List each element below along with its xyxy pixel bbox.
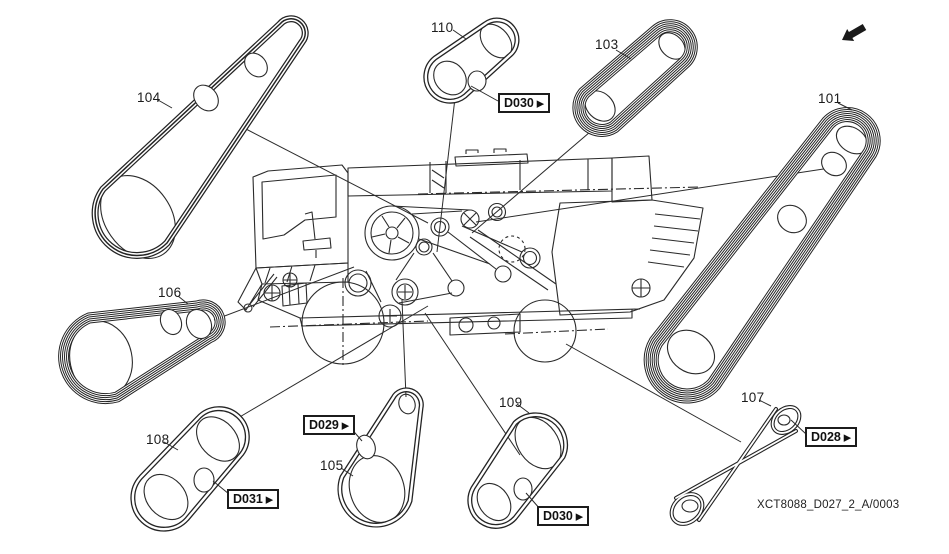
- ref-box-label: D029: [309, 418, 339, 432]
- ref-box-d029[interactable]: D029▶: [303, 415, 355, 435]
- ref-arrow-icon: ▶: [843, 432, 851, 442]
- direction-arrow-icon: [842, 23, 867, 42]
- belt-106-drawing: [63, 305, 220, 403]
- part-label-101: 101: [818, 91, 842, 106]
- leader-belt-109: [424, 312, 521, 456]
- rear-wheel: [513, 299, 577, 363]
- machine-drawing: [237, 148, 704, 366]
- belt-103-drawing: [579, 26, 691, 131]
- ref-box-d031[interactable]: D031▶: [227, 489, 279, 509]
- part-label-108: 108: [146, 432, 170, 447]
- belt-105-drawing: [340, 390, 421, 530]
- part-label-106: 106: [158, 285, 182, 300]
- ref-box-label: D030: [504, 96, 534, 110]
- drawing-code: XCT8088_D027_2_A/0003: [757, 499, 900, 511]
- belt-107-drawing: [663, 399, 807, 533]
- leader-belt-103: [471, 125, 598, 234]
- ref-box-d030-bottom[interactable]: D030▶: [537, 506, 589, 526]
- part-label-107: 107: [741, 390, 765, 405]
- pulley-cluster: [344, 202, 541, 328]
- ref-arrow-icon: ▶: [341, 420, 349, 430]
- feeder-ladder: [237, 267, 308, 313]
- ref-box-label: D028: [811, 430, 841, 444]
- ref-arrow-icon: ▶: [575, 511, 583, 521]
- leader-lines: [213, 97, 831, 456]
- leader-belt-110: [436, 97, 456, 253]
- cab: [252, 164, 349, 285]
- leader-belt-104: [245, 128, 429, 224]
- leader-belt-106: [213, 266, 355, 321]
- belt-101-drawing: [651, 115, 873, 396]
- ref-box-d030-top[interactable]: D030▶: [498, 93, 550, 113]
- ref-box-label: D031: [233, 492, 263, 506]
- part-label-109: 109: [499, 395, 523, 410]
- part-label-103: 103: [595, 37, 619, 52]
- belt-108-drawing: [133, 408, 248, 529]
- leader-belt-101: [475, 167, 831, 223]
- wheels: [269, 278, 609, 366]
- leader-belt-107: [565, 343, 742, 443]
- leader-belt-108: [237, 305, 429, 419]
- ref-box-d028[interactable]: D028▶: [805, 427, 857, 447]
- machine-body: [257, 148, 704, 336]
- ref-box-label: D030: [543, 509, 573, 523]
- leader-belt-105: [401, 299, 407, 398]
- belt-110-drawing: [426, 18, 518, 101]
- ref-arrow-icon: ▶: [536, 98, 544, 108]
- belt-104-drawing: [85, 19, 305, 259]
- part-label-104: 104: [137, 90, 161, 105]
- part-label-110: 110: [431, 20, 454, 35]
- ref-arrow-icon: ▶: [265, 494, 273, 504]
- part-label-105: 105: [320, 458, 344, 473]
